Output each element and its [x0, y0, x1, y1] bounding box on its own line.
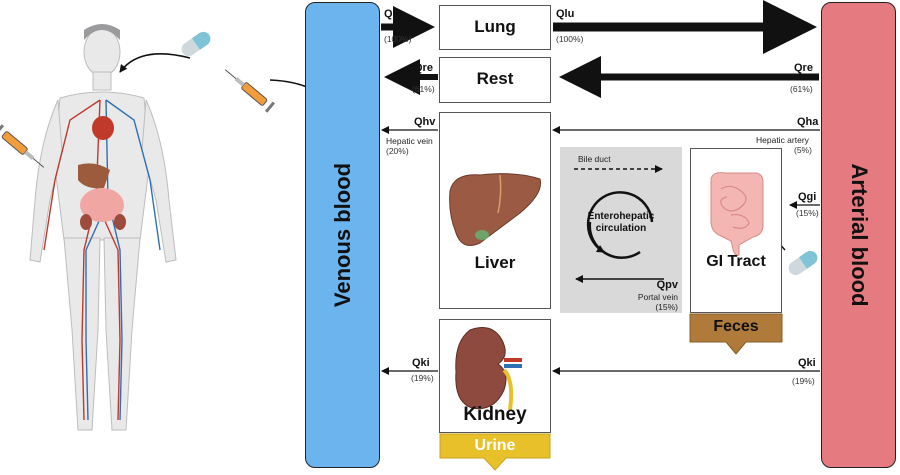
hepatic-vein-label: Hepatic vein — [386, 136, 433, 146]
portal-vein-label: Portal vein — [637, 292, 678, 302]
qre-in-percent: (61%) — [412, 84, 435, 94]
qhv-label: Qhv — [414, 116, 436, 128]
qgi-percent: (15%) — [796, 208, 819, 218]
lung-label: Lung — [474, 17, 516, 36]
liver-icon — [449, 173, 542, 246]
rest-compartment: Rest — [439, 57, 551, 103]
venous-blood-bar: Venous blood — [305, 2, 380, 468]
liver-label: Liver — [474, 253, 516, 272]
kidney-label: Kidney — [463, 404, 527, 425]
bile-duct-label: Bile duct — [578, 154, 611, 164]
urine-label: Urine — [474, 437, 516, 454]
qha-percent: (5%) — [794, 145, 812, 155]
qre-in-label: Qre — [414, 62, 433, 74]
rest-label: Rest — [476, 69, 514, 88]
qki-in-label: Qki — [412, 357, 430, 369]
qpv-percent: (15%) — [655, 302, 678, 312]
enterohepatic-arrows — [574, 165, 664, 283]
qlu-out-label: Qlu — [556, 8, 575, 20]
qgi-label: Qgi — [798, 191, 817, 203]
arterial-blood-bar: Arterial blood — [821, 2, 896, 468]
intestine-icon — [710, 172, 764, 256]
qlu-in-percent: (100%) — [384, 34, 412, 44]
qhv-percent: (20%) — [386, 146, 409, 156]
qlu-out-percent: (100%) — [556, 34, 584, 44]
qre-out-label: Qre — [794, 62, 813, 74]
hepatic-artery-label: Hepatic artery — [756, 135, 809, 145]
liver-compartment: Liver — [439, 112, 551, 309]
qpv-label: Qpv — [656, 279, 678, 291]
enterohepatic-title-line1: Enterohepatic — [587, 211, 655, 222]
qlu-in-label: Qlu — [384, 8, 403, 20]
qki-out-percent: (19%) — [792, 376, 815, 386]
kidney-icon — [455, 327, 522, 411]
arrow-oral-dose-body — [119, 52, 191, 73]
qha-label: Qha — [797, 116, 819, 128]
kidney-compartment: Kidney — [439, 319, 551, 433]
gi-tract-compartment: GI Tract — [690, 148, 782, 313]
qki-out-label: Qki — [798, 357, 816, 369]
gi-tract-label: GI Tract — [706, 253, 766, 270]
qre-out-percent: (61%) — [790, 84, 813, 94]
enterohepatic-title-line2: circulation — [595, 223, 647, 234]
qki-in-percent: (19%) — [411, 373, 434, 383]
enterohepatic-panel: Bile duct Enterohepatic circulation Qpv … — [560, 147, 682, 313]
lung-compartment: Lung — [439, 5, 551, 50]
feces-label: Feces — [713, 318, 759, 335]
